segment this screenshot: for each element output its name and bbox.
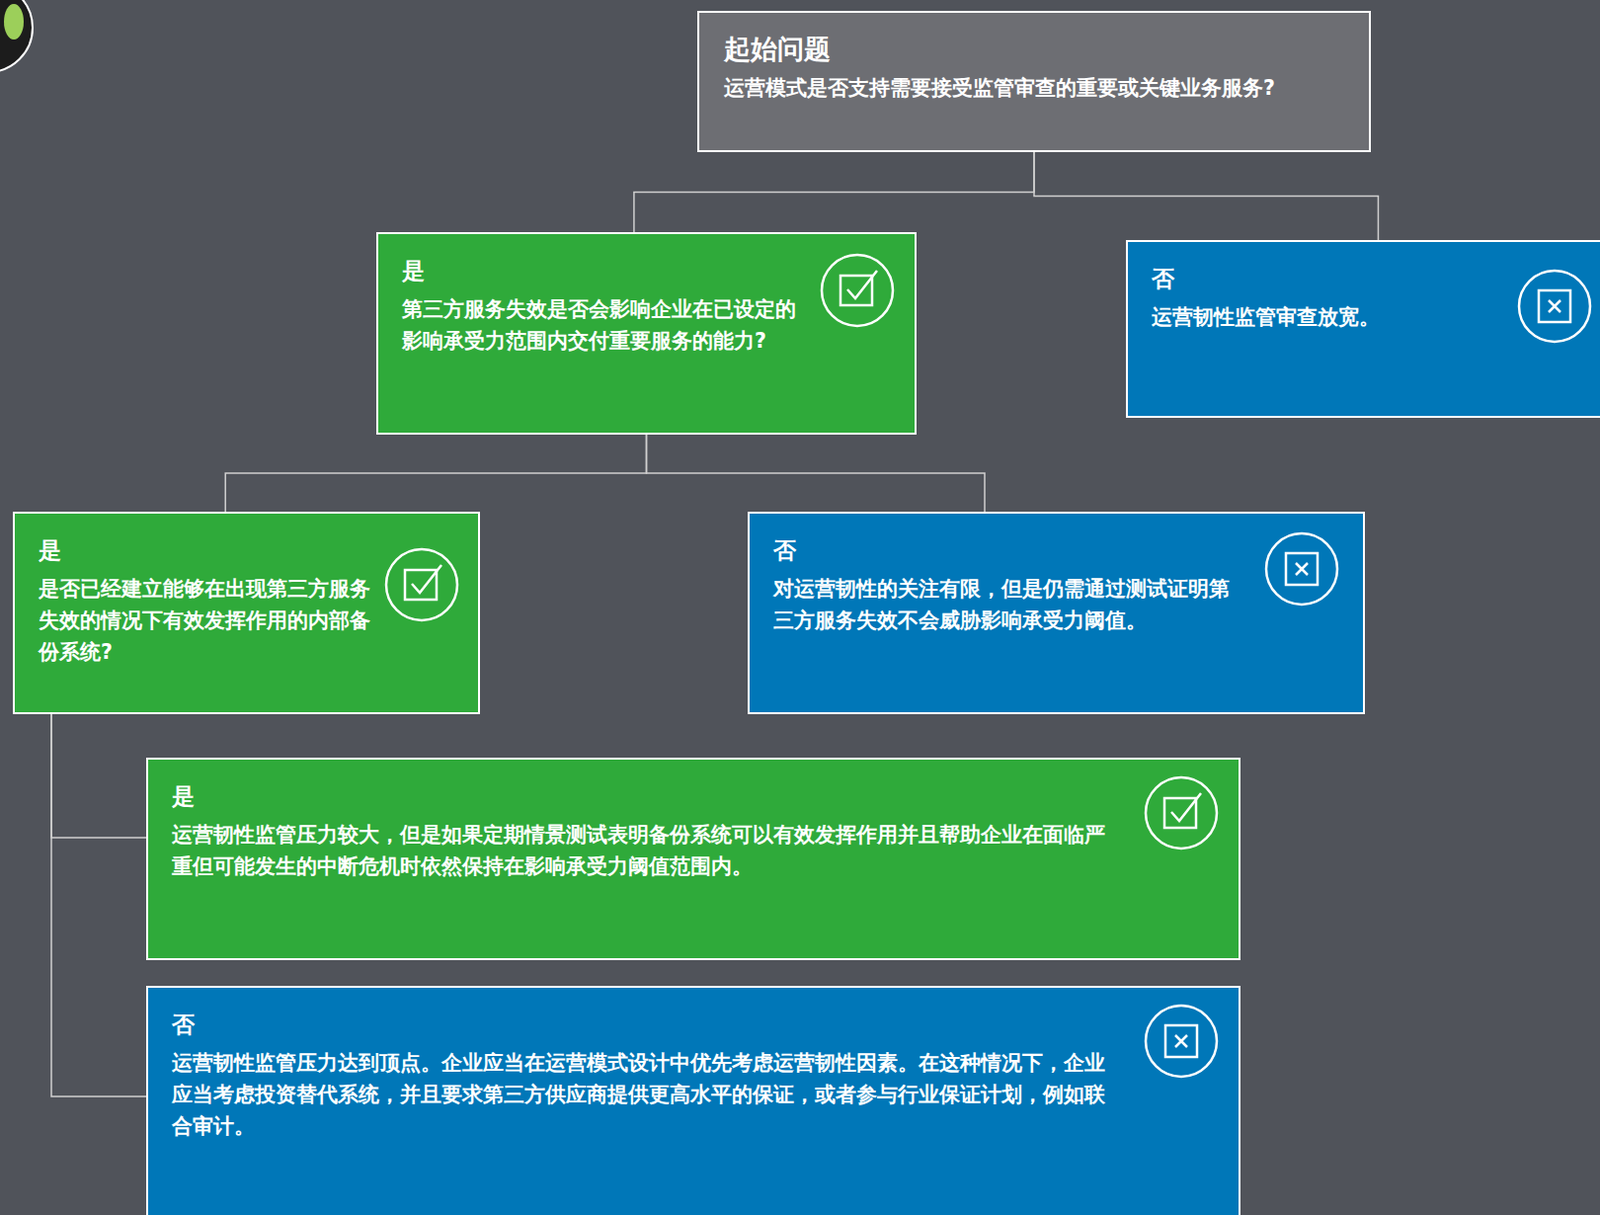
box-heading: 是 — [401, 255, 799, 286]
outcome-box: 是运营韧性监管压力较大，但是如果定期情景测试表明备份系统可以有效发挥作用并且帮助… — [146, 757, 1241, 960]
box-text: 第三方服务失效是否会影响企业在已设定的影响承受力范围内交付重要服务的能力? — [401, 293, 799, 357]
outcome-box: 否运营韧性监管审查放宽。 — [1125, 240, 1600, 418]
box-heading: 否 — [1151, 263, 1472, 294]
tree-connector — [634, 152, 1035, 233]
decision-box: 是是否已经建立能够在出现第三方服务失效的情况下有效发挥作用的内部备份系统? — [12, 511, 480, 715]
tree-connector — [51, 714, 147, 1097]
box-text: 运营韧性监管压力达到顶点。企业应当在运营模式设计中优先考虑运营韧性因素。在这种情… — [171, 1046, 1113, 1142]
box-text: 运营韧性监管审查放宽。 — [1151, 301, 1472, 333]
box-text: 运营模式是否支持需要接受监管审查的重要或关键业务服务? — [723, 72, 1340, 104]
tree-connector — [225, 434, 646, 512]
outcome-box: 否运营韧性监管压力达到顶点。企业应当在运营模式设计中优先考虑运营韧性因素。在这种… — [146, 985, 1241, 1215]
box-heading: 是 — [38, 535, 372, 565]
start-question-box: 起始问题运营模式是否支持需要接受监管审查的重要或关键业务服务? — [697, 10, 1371, 153]
decision-box: 是第三方服务失效是否会影响企业在已设定的影响承受力范围内交付重要服务的能力? — [376, 232, 917, 435]
tree-connector — [646, 434, 986, 512]
tree-connector — [1034, 152, 1378, 240]
outcome-box: 否对运营韧性的关注有限，但是仍需通过测试证明第三方服务失效不会威胁影响承受力阈值… — [747, 511, 1365, 715]
box-heading: 否 — [171, 1009, 1113, 1040]
box-heading: 起始问题 — [723, 32, 1340, 67]
tree-connector — [51, 714, 147, 838]
corner-circle — [0, 0, 33, 73]
box-heading: 否 — [773, 535, 1241, 565]
box-text: 是否已经建立能够在出现第三方服务失效的情况下有效发挥作用的内部备份系统? — [38, 572, 372, 668]
box-text: 对运营韧性的关注有限，但是仍需通过测试证明第三方服务失效不会威胁影响承受力阈值。 — [773, 572, 1241, 637]
corner-leaf — [3, 3, 24, 40]
corner-decoration — [0, 0, 60, 119]
box-heading: 是 — [171, 781, 1113, 811]
box-text: 运营韧性监管压力较大，但是如果定期情景测试表明备份系统可以有效发挥作用并且帮助企… — [171, 818, 1113, 882]
